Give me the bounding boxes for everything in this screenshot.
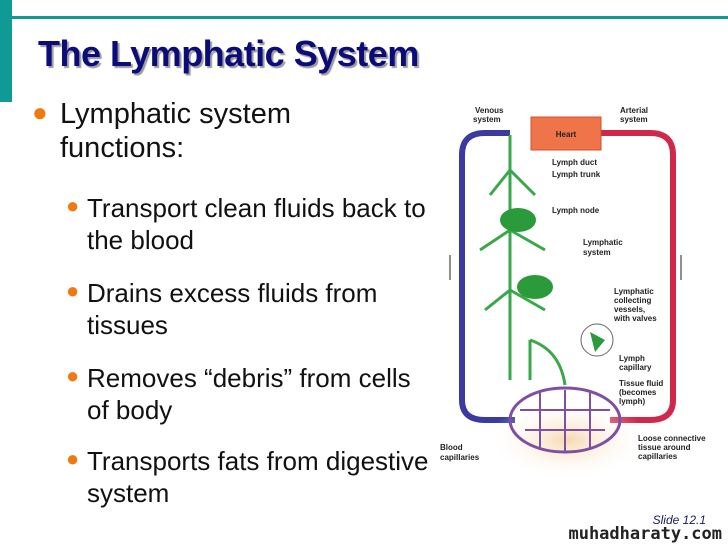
arterial-label: Arterial <box>620 106 648 115</box>
blood-capillaries-label: Blood <box>440 443 463 452</box>
lymph-capillary-label: capillary <box>619 363 652 372</box>
bullet-main: ● Lymphatic system functions: <box>32 97 412 165</box>
collecting-vessels-label: collecting <box>614 296 651 305</box>
sub-bullet-text: Removes “debris” from cells of body <box>87 363 411 425</box>
bullet-icon: ● <box>66 278 80 303</box>
header-rule <box>12 16 728 19</box>
bullet-icon: ● <box>32 97 48 127</box>
arterial-vessel <box>600 130 676 423</box>
loose-tissue-label: capillaries <box>638 452 678 461</box>
lymphatic-system-label: Lymphatic <box>583 238 623 247</box>
bullet-icon: ● <box>66 193 80 218</box>
lymph-duct-label: Lymph duct <box>552 158 597 167</box>
slide-number: Slide 12.1 <box>652 513 706 527</box>
venous-vessel <box>459 130 515 423</box>
bullet-icon: ● <box>66 363 80 388</box>
lymphatic-system-label: system <box>583 248 611 257</box>
sub-bullet: ● Transports fats from digestive system <box>66 445 436 509</box>
loose-tissue-label: Loose connective <box>638 434 706 443</box>
accent-bar <box>0 0 12 102</box>
tissue-fluid-label: (becomes <box>619 388 657 397</box>
lymph-node-label: Lymph node <box>552 206 600 215</box>
sub-bullet-text: Drains excess fluids from tissues <box>87 278 378 340</box>
heart-label: Heart <box>556 130 577 139</box>
sub-bullet-text: Transports fats from digestive system <box>87 446 429 508</box>
tissue-fluid-label: Tissue fluid <box>619 379 663 388</box>
sub-bullet-text: Transport clean fluids back to the blood <box>87 193 426 255</box>
capillary-network <box>520 390 610 452</box>
loose-tissue-label: tissue around <box>638 443 691 452</box>
lymph-trunk-label: Lymph trunk <box>552 170 601 179</box>
tissue-glow <box>488 400 648 475</box>
lymph-capillary-label: Lymph <box>619 354 645 363</box>
arterial-label: system <box>620 115 648 124</box>
venous-label: Venous <box>475 106 504 115</box>
sub-bullet: ● Drains excess fluids from tissues <box>66 277 436 341</box>
bullet-icon: ● <box>66 446 80 471</box>
lymph-node-icon <box>500 208 536 232</box>
slide-title: The Lymphatic System <box>38 33 419 74</box>
tissue-fluid-label: lymph) <box>619 397 646 406</box>
sub-bullet: ● Removes “debris” from cells of body <box>66 362 436 426</box>
watermark: muhadharaty.com <box>568 524 722 544</box>
lymph-vessels <box>479 135 567 386</box>
sub-bullet: ● Transport clean fluids back to the bloo… <box>66 192 436 256</box>
collecting-vessels-label: Lymphatic <box>614 287 654 296</box>
lymph-node-icon <box>517 275 553 299</box>
heart-box <box>530 116 602 151</box>
venous-label: system <box>473 115 501 124</box>
valve-icon <box>590 332 605 352</box>
bullet-text: Lymphatic system functions: <box>60 98 291 164</box>
collecting-vessels-label: with valves <box>613 314 657 323</box>
collecting-vessels-label: vessels, <box>614 305 645 314</box>
blood-capillaries-label: capillaries <box>440 453 480 462</box>
